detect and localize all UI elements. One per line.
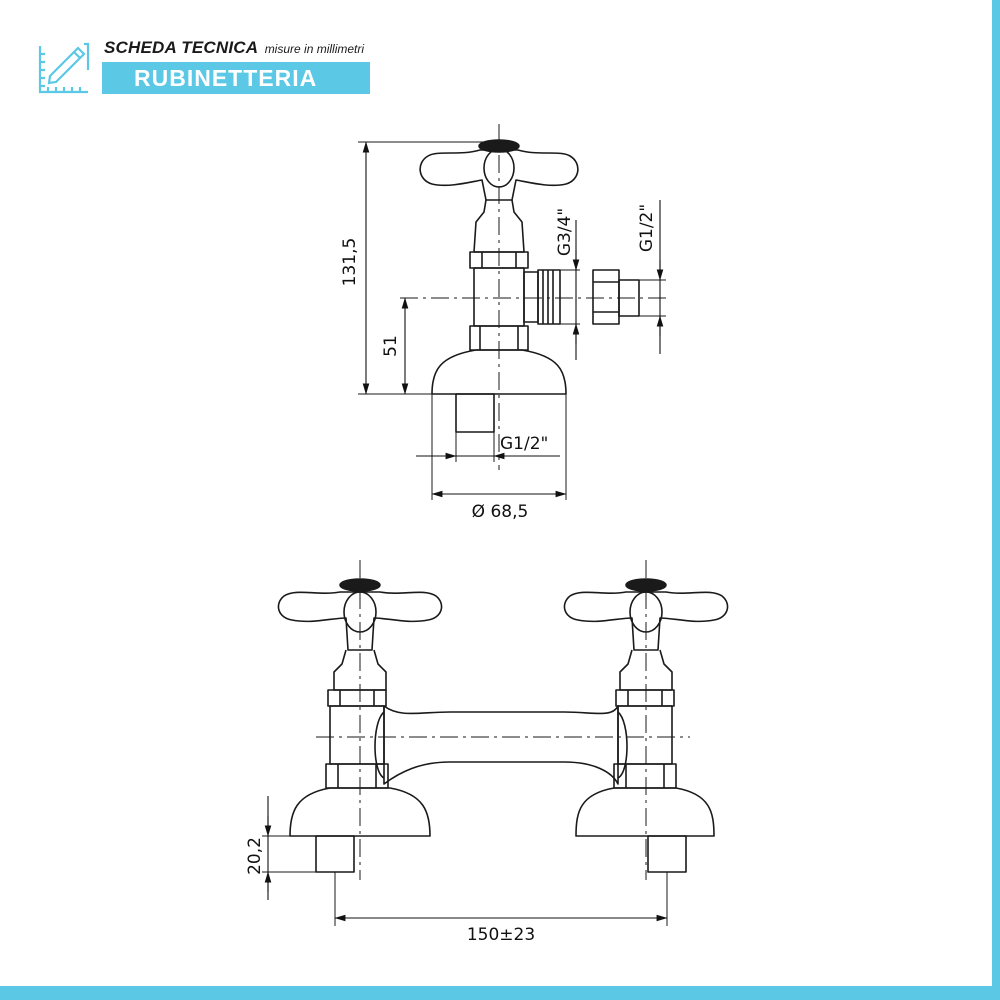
- left-tap: [277, 578, 443, 873]
- title-line: SCHEDA TECNICA misure in millimetri: [104, 38, 364, 58]
- label-center-distance: 150±23: [467, 925, 535, 945]
- outlet-thread: [523, 271, 539, 323]
- right-tap: [563, 578, 729, 873]
- front-view: [277, 578, 729, 873]
- label-thread-base: G1/2": [500, 434, 548, 454]
- label-thread-adapter: G1/2": [637, 204, 657, 252]
- label-thread-outlet: G3/4": [555, 208, 575, 256]
- tail-thread: [455, 393, 495, 433]
- adapter-fitting: [592, 269, 620, 325]
- page-subtitle: misure in millimetri: [264, 42, 365, 56]
- page-title: SCHEDA TECNICA: [104, 38, 259, 57]
- label-base-height: 20,2: [245, 837, 265, 875]
- label-height-total: 131,5: [340, 238, 360, 287]
- label-height-outlet: 51: [381, 335, 401, 357]
- ruler-pencil-icon: [38, 42, 90, 94]
- side-view: [419, 139, 640, 433]
- label-base-diameter: Ø 68,5: [472, 502, 529, 522]
- category-banner: RUBINETTERIA: [102, 62, 370, 94]
- connecting-bridge: [383, 705, 619, 785]
